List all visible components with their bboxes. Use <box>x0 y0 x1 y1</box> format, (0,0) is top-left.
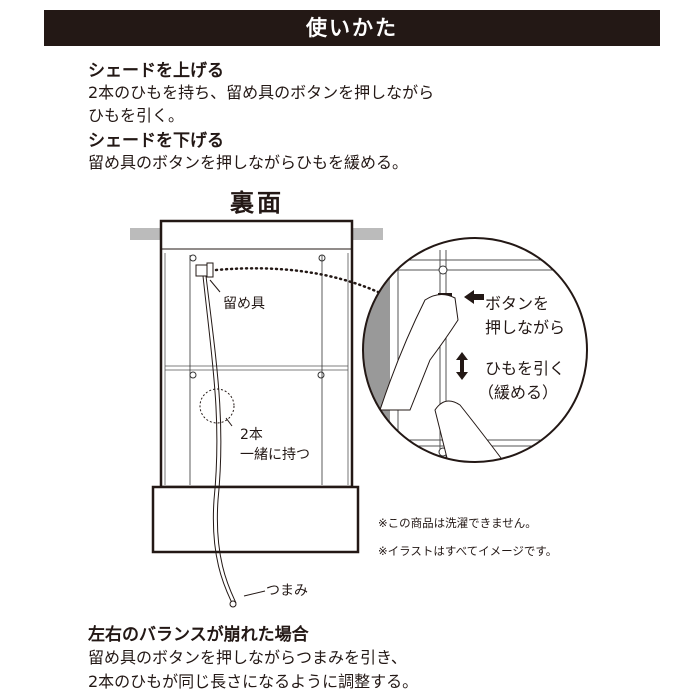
press-label-1: ボタンを <box>485 294 550 313</box>
note-2: ※イラストはすべてイメージです。 <box>378 544 558 558</box>
clip <box>195 264 208 277</box>
hold-label-1: 2本 <box>240 427 263 443</box>
section-header: 使いかた <box>44 10 660 46</box>
shade-frame <box>159 219 354 489</box>
rod-left <box>130 228 161 240</box>
raise-heading: シェードを上げる <box>88 61 224 81</box>
balance-line-2: 2本のひもが同じ長さになるように調整する。 <box>88 672 419 691</box>
hold-label-2: 一緒に持つ <box>240 447 310 463</box>
balance-heading: 左右のバランスが崩れた場合 <box>88 625 309 645</box>
lower-heading: シェードを下げる <box>88 131 224 151</box>
clip-label: 留め具 <box>223 296 265 312</box>
raise-line-2: ひもを引く。 <box>88 106 185 125</box>
note-1: ※この商品は洗濯できません。 <box>378 516 537 530</box>
zoom-detail <box>363 238 587 462</box>
diagram-title: 裏面 <box>230 189 284 217</box>
pull-label-2: （緩める） <box>478 383 559 402</box>
balance-line-1: 留め具のボタンを押しながらつまみを引き、 <box>88 648 407 667</box>
lower-line-1: 留め具のボタンを押しながらひもを緩める。 <box>88 153 409 172</box>
shade-bottom <box>151 485 360 554</box>
press-label-2: 押しながら <box>485 318 566 337</box>
pull-label-1: ひもを引く <box>485 359 566 378</box>
raise-line-1: 2本のひもを持ち、留め具のボタンを押しながら <box>88 83 435 102</box>
knob-label: つまみ <box>266 583 308 599</box>
rod-right <box>353 228 383 240</box>
